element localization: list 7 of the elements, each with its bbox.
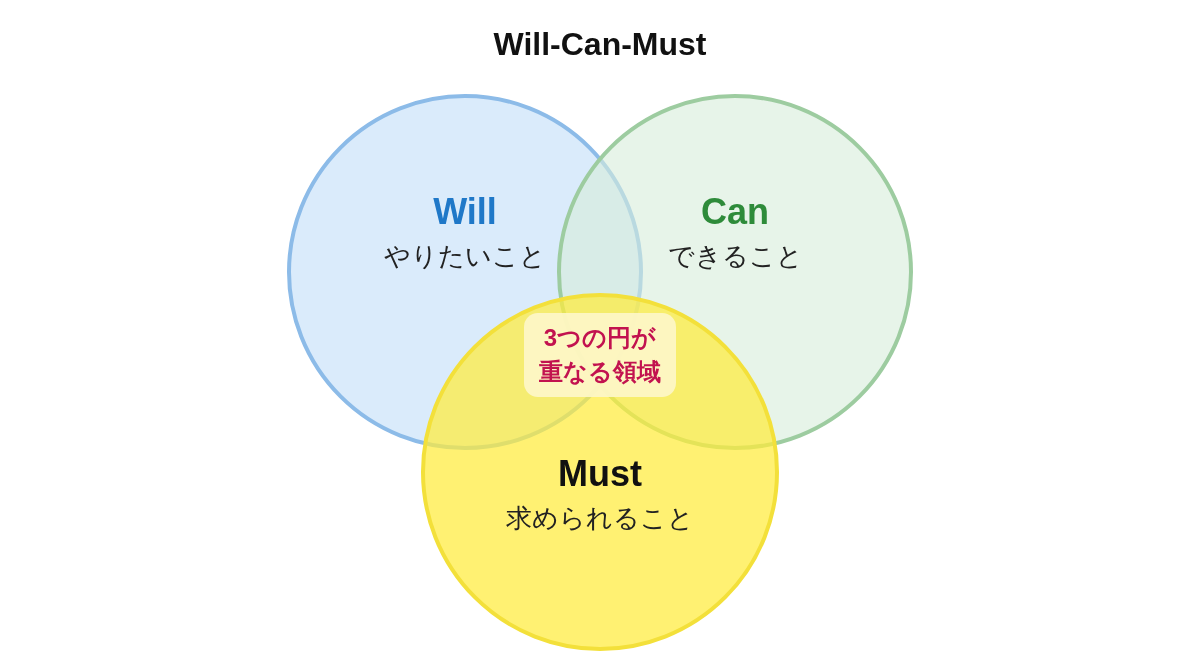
circle-heading: Must bbox=[558, 454, 642, 494]
circle-description: できること bbox=[667, 240, 803, 272]
circle-heading: Can bbox=[701, 192, 769, 232]
circle-heading: Will bbox=[433, 192, 497, 232]
circle-description: 求められること bbox=[506, 502, 694, 534]
diagram-title: Will-Can-Must bbox=[493, 25, 707, 64]
circle-description: やりたいこと bbox=[384, 240, 546, 272]
